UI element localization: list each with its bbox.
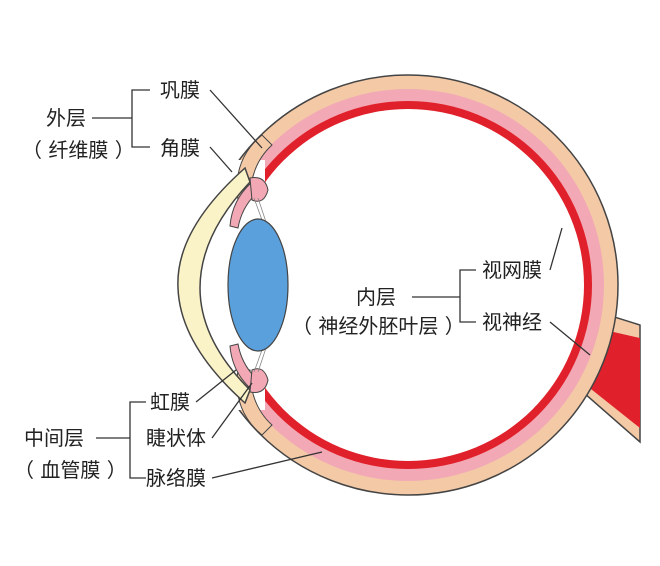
lens [227,218,289,352]
choroid-label: 脉络膜 [146,466,206,490]
middle-layer-subtitle: （ 血管膜 ） [14,458,127,482]
sclera-label: 巩膜 [160,78,200,102]
retina-label: 视网膜 [482,258,542,282]
iris-label: 虹膜 [150,390,190,414]
outer-layer-title: 外层 [46,106,86,130]
inner-layer-subtitle: （ 神经外胚叶层 ） [292,314,465,338]
outer-layer-subtitle: （ 纤维膜 ） [22,138,135,162]
vitreous-body [232,109,584,461]
cornea [177,166,251,405]
inner-layer-title: 内层 [356,285,396,309]
middle-layer-title: 中间层 [24,426,84,450]
cornea-label: 角膜 [160,136,200,160]
ciliary-body-upper [249,177,269,202]
optic-nerve-label: 视神经 [482,310,542,334]
ciliary-body-lower [249,368,269,393]
ciliary-body-label: 睫状体 [146,426,206,450]
